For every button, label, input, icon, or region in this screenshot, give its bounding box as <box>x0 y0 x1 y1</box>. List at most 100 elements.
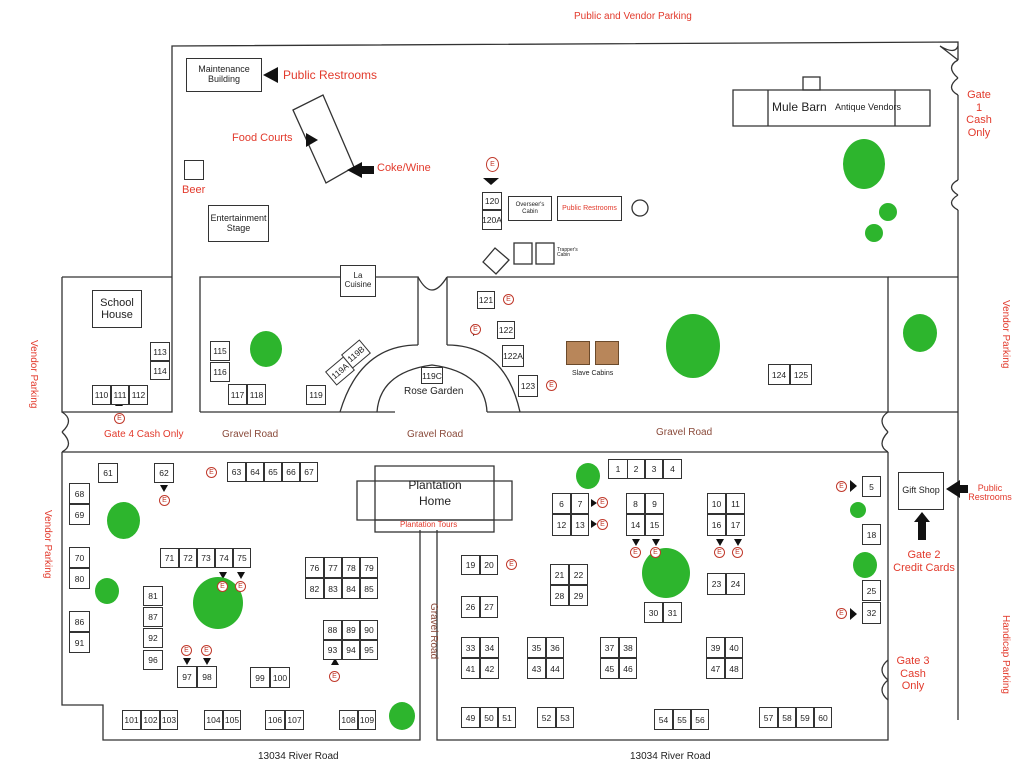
lot-77[interactable]: 77 <box>324 557 342 578</box>
lot-119[interactable]: 119 <box>306 385 326 405</box>
lot-15[interactable]: 15 <box>645 514 664 536</box>
lot-1[interactable]: 1 <box>608 459 628 479</box>
lot-107[interactable]: 107 <box>285 710 304 730</box>
lot-119c[interactable]: 119C <box>421 367 443 384</box>
lot-86[interactable]: 86 <box>69 611 90 632</box>
lot-83[interactable]: 83 <box>324 578 342 599</box>
lot-100[interactable]: 100 <box>270 667 290 688</box>
lot-73[interactable]: 73 <box>197 548 215 568</box>
lot-56[interactable]: 56 <box>691 709 709 730</box>
lot-78[interactable]: 78 <box>342 557 360 578</box>
lot-125[interactable]: 125 <box>790 364 812 385</box>
lot-120a[interactable]: 120A <box>482 210 502 230</box>
lot-101[interactable]: 101 <box>122 710 141 730</box>
lot-122[interactable]: 122 <box>497 321 515 339</box>
lot-55[interactable]: 55 <box>673 709 691 730</box>
lot-54[interactable]: 54 <box>654 709 673 730</box>
lot-42[interactable]: 42 <box>480 658 499 679</box>
lot-118[interactable]: 118 <box>247 384 266 405</box>
lot-40[interactable]: 40 <box>725 637 743 658</box>
lot-27[interactable]: 27 <box>480 596 498 618</box>
lot-44[interactable]: 44 <box>546 658 564 679</box>
lot-20[interactable]: 20 <box>480 555 498 575</box>
lot-98[interactable]: 98 <box>197 666 217 688</box>
lot-92[interactable]: 92 <box>143 628 163 648</box>
lot-50[interactable]: 50 <box>480 707 498 728</box>
lot-95[interactable]: 95 <box>360 640 378 660</box>
lot-37[interactable]: 37 <box>600 637 619 658</box>
lot-12[interactable]: 12 <box>552 514 571 536</box>
lot-18[interactable]: 18 <box>862 524 881 545</box>
lot-3[interactable]: 3 <box>645 459 663 479</box>
lot-8[interactable]: 8 <box>626 493 645 514</box>
lot-108[interactable]: 108 <box>339 710 358 730</box>
lot-62[interactable]: 62 <box>154 463 174 483</box>
lot-23[interactable]: 23 <box>707 573 726 595</box>
lot-43[interactable]: 43 <box>527 658 546 679</box>
lot-96[interactable]: 96 <box>143 650 163 670</box>
lot-112[interactable]: 112 <box>129 385 148 405</box>
lot-53[interactable]: 53 <box>556 707 574 728</box>
lot-60[interactable]: 60 <box>814 707 832 728</box>
lot-58[interactable]: 58 <box>778 707 796 728</box>
lot-111[interactable]: 111 <box>111 385 129 405</box>
lot-104[interactable]: 104 <box>204 710 223 730</box>
lot-28[interactable]: 28 <box>550 585 569 606</box>
lot-69[interactable]: 69 <box>69 504 90 525</box>
lot-63[interactable]: 63 <box>227 462 246 482</box>
lot-33[interactable]: 33 <box>461 637 480 658</box>
lot-16[interactable]: 16 <box>707 514 726 536</box>
lot-4[interactable]: 4 <box>663 459 682 479</box>
lot-57[interactable]: 57 <box>759 707 778 728</box>
lot-6[interactable]: 6 <box>552 493 571 514</box>
lot-115[interactable]: 115 <box>210 341 230 361</box>
lot-65[interactable]: 65 <box>264 462 282 482</box>
lot-106[interactable]: 106 <box>265 710 285 730</box>
lot-51[interactable]: 51 <box>498 707 516 728</box>
lot-45[interactable]: 45 <box>600 658 619 679</box>
lot-123[interactable]: 123 <box>518 375 538 397</box>
lot-121[interactable]: 121 <box>477 291 495 309</box>
lot-87[interactable]: 87 <box>143 607 163 627</box>
lot-110[interactable]: 110 <box>92 385 111 405</box>
lot-11[interactable]: 11 <box>726 493 745 514</box>
lot-66[interactable]: 66 <box>282 462 300 482</box>
lot-46[interactable]: 46 <box>619 658 637 679</box>
lot-79[interactable]: 79 <box>360 557 378 578</box>
lot-7[interactable]: 7 <box>571 493 589 514</box>
lot-103[interactable]: 103 <box>160 710 178 730</box>
lot-117[interactable]: 117 <box>228 384 247 405</box>
lot-30[interactable]: 30 <box>644 602 663 623</box>
lot-25[interactable]: 25 <box>862 580 881 601</box>
lot-49[interactable]: 49 <box>461 707 480 728</box>
lot-41[interactable]: 41 <box>461 658 480 679</box>
lot-67[interactable]: 67 <box>300 462 318 482</box>
lot-5[interactable]: 5 <box>862 476 881 497</box>
lot-72[interactable]: 72 <box>179 548 197 568</box>
lot-34[interactable]: 34 <box>480 637 499 658</box>
lot-71[interactable]: 71 <box>160 548 179 568</box>
lot-93[interactable]: 93 <box>323 640 342 660</box>
lot-81[interactable]: 81 <box>143 586 163 606</box>
lot-88[interactable]: 88 <box>323 620 342 640</box>
lot-80[interactable]: 80 <box>69 568 90 589</box>
lot-14[interactable]: 14 <box>626 514 645 536</box>
lot-59[interactable]: 59 <box>796 707 814 728</box>
lot-52[interactable]: 52 <box>537 707 556 728</box>
lot-29[interactable]: 29 <box>569 585 588 606</box>
lot-39[interactable]: 39 <box>706 637 725 658</box>
lot-10[interactable]: 10 <box>707 493 726 514</box>
lot-61[interactable]: 61 <box>98 463 118 483</box>
lot-70[interactable]: 70 <box>69 547 90 568</box>
lot-26[interactable]: 26 <box>461 596 480 618</box>
lot-74[interactable]: 74 <box>215 548 233 568</box>
lot-105[interactable]: 105 <box>223 710 241 730</box>
lot-89[interactable]: 89 <box>342 620 360 640</box>
lot-94[interactable]: 94 <box>342 640 360 660</box>
lot-120[interactable]: 120 <box>482 192 502 210</box>
lot-68[interactable]: 68 <box>69 483 90 504</box>
lot-32[interactable]: 32 <box>862 602 881 624</box>
lot-36[interactable]: 36 <box>546 637 564 658</box>
lot-13[interactable]: 13 <box>571 514 589 536</box>
lot-116[interactable]: 116 <box>210 362 230 382</box>
